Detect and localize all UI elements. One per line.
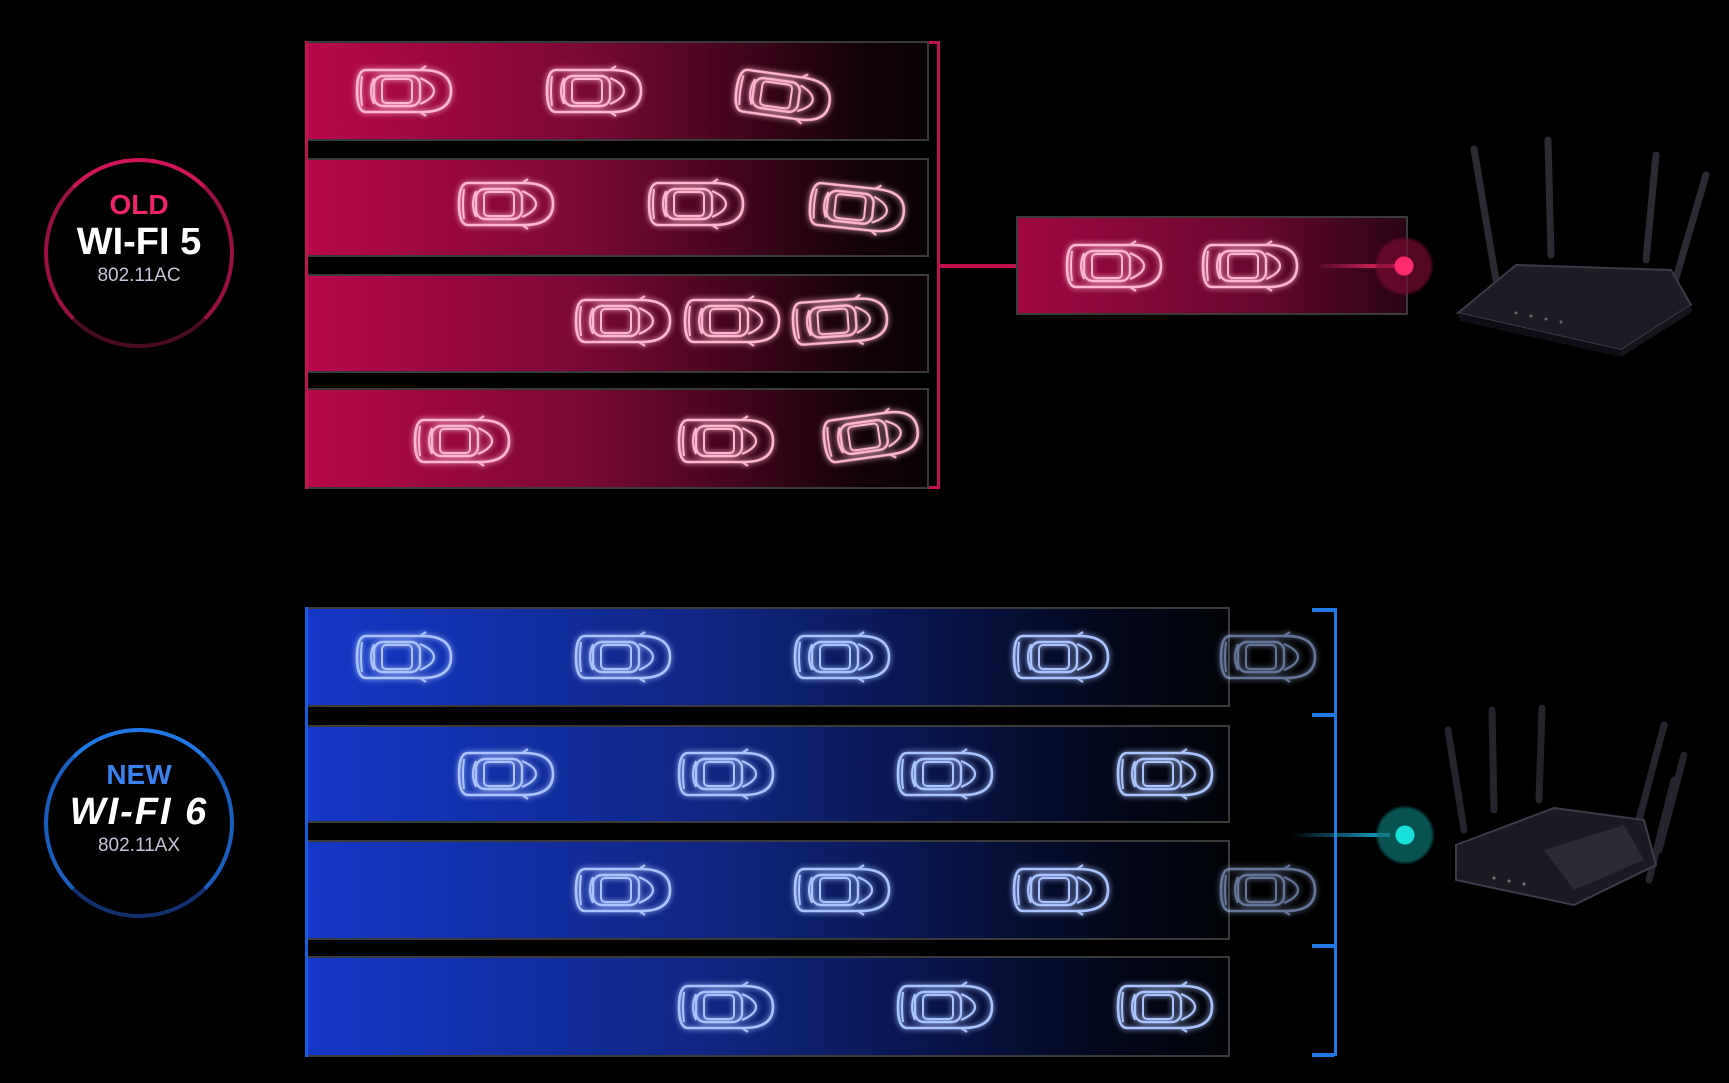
lane-bracket xyxy=(937,41,940,489)
car-icon xyxy=(573,863,673,917)
lane-bracket xyxy=(1334,608,1337,1056)
car-icon xyxy=(573,294,673,348)
old-label: OLD xyxy=(109,189,169,220)
car-icon xyxy=(1115,980,1215,1034)
bracket-cap xyxy=(1312,608,1334,612)
car-icon xyxy=(682,294,782,348)
car-icon xyxy=(792,863,892,917)
wifi5-router-image xyxy=(1455,136,1710,357)
car-icon xyxy=(676,747,776,801)
car-icon xyxy=(1218,630,1318,684)
lane xyxy=(305,274,929,373)
wifi5-badge: OLD WI-FI 5 802.11AC xyxy=(44,158,234,348)
wifi5-label: WI-FI 5 xyxy=(76,221,202,263)
car-icon xyxy=(1011,863,1111,917)
car-icon xyxy=(792,630,892,684)
car-icon xyxy=(1064,239,1164,293)
car-icon xyxy=(895,980,995,1034)
car-icon xyxy=(354,630,454,684)
car-icon xyxy=(456,177,556,231)
merge-connector xyxy=(940,264,1016,268)
car-icon xyxy=(1218,863,1318,917)
car-icon xyxy=(1011,630,1111,684)
signal-line xyxy=(1290,833,1390,837)
car-icon xyxy=(354,64,454,118)
lane xyxy=(305,956,1230,1057)
wifi6-label: WI-FI 6 xyxy=(69,791,209,833)
wifi5-standard: 802.11AC xyxy=(97,265,181,286)
wifi6-badge: NEW WI-FI 6 802.11AX xyxy=(44,728,234,918)
bracket-cap xyxy=(929,41,939,44)
bracket-cap xyxy=(1312,1053,1334,1057)
car-icon xyxy=(544,64,644,118)
signal-line xyxy=(1315,264,1395,268)
lane-edge-left xyxy=(305,41,308,489)
new-label: NEW xyxy=(106,759,172,790)
car-icon xyxy=(456,747,556,801)
car-icon xyxy=(676,980,776,1034)
lane xyxy=(305,41,929,141)
car-icon xyxy=(1115,747,1215,801)
car-icon xyxy=(573,630,673,684)
car-icon xyxy=(895,747,995,801)
bracket-cap xyxy=(1312,713,1334,717)
car-icon xyxy=(676,414,776,468)
car-icon xyxy=(1200,239,1300,293)
signal-dot xyxy=(1375,805,1435,865)
signal-dot xyxy=(1374,236,1434,296)
car-icon xyxy=(646,177,746,231)
wifi6-standard: 802.11AX xyxy=(97,835,181,856)
bracket-cap xyxy=(1312,944,1334,948)
car-icon xyxy=(788,291,892,352)
lane-edge-left xyxy=(305,607,308,1057)
bracket-cap xyxy=(929,486,939,489)
wifi6-router-image xyxy=(1444,704,1688,907)
car-icon xyxy=(804,176,909,240)
car-icon xyxy=(412,414,512,468)
